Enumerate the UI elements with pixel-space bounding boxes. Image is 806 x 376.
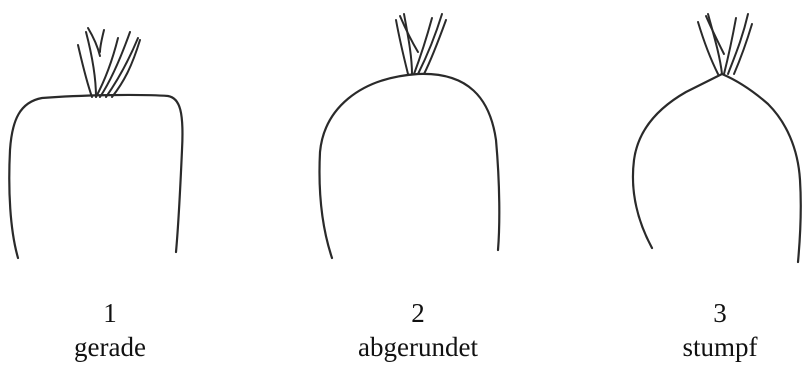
figure-number: 2 — [308, 296, 528, 330]
figure-gerade: 1 gerade — [0, 0, 220, 376]
straight-shape-drawing — [0, 0, 220, 270]
figure-number: 3 — [610, 296, 806, 330]
rounded-shape-drawing — [308, 0, 528, 270]
figure-label: abgerundet — [308, 330, 528, 364]
leaf-stroke — [706, 16, 724, 54]
leaf-stroke — [724, 18, 736, 74]
figure-caption: 2 abgerundet — [308, 296, 528, 364]
leaf-stroke — [106, 38, 138, 97]
leaf-stroke — [698, 22, 718, 74]
figure-number: 1 — [0, 296, 220, 330]
leaf-stroke — [96, 38, 118, 97]
figure-abgerundet: 2 abgerundet — [308, 0, 528, 376]
blunt-shape-drawing — [610, 0, 806, 270]
figure-label: gerade — [0, 330, 220, 364]
figure-caption: 1 gerade — [0, 296, 220, 364]
figure-caption: 3 stumpf — [610, 296, 806, 364]
blunt-shape-outline — [633, 74, 801, 262]
figure-stumpf: 3 stumpf — [610, 0, 806, 376]
rounded-shape-outline — [320, 74, 500, 258]
figure-label: stumpf — [610, 330, 806, 364]
leaf-stroke — [100, 30, 104, 52]
straight-shape-outline — [9, 95, 182, 258]
leaf-stroke — [424, 20, 446, 74]
